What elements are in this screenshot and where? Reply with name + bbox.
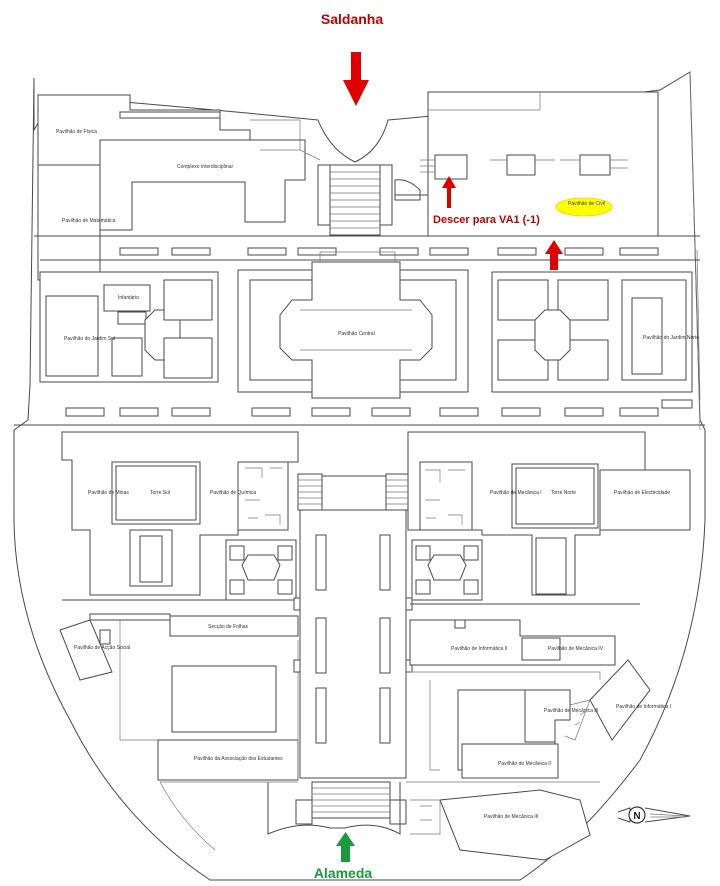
label-mecanica-1: Pavilhão de Mecânica I xyxy=(490,490,542,496)
south-entrance-arrow xyxy=(336,832,355,862)
civil-highlight xyxy=(555,197,613,217)
south-entrance-label: Alameda xyxy=(314,865,373,881)
upper-stairs xyxy=(297,473,411,511)
label-torre-sul: Torre Sul xyxy=(150,490,170,496)
building-complexo xyxy=(99,139,306,231)
building-seccao-folhas xyxy=(169,615,299,637)
north-benches xyxy=(119,247,659,256)
north-entrance-label: Saldanha xyxy=(321,11,383,27)
label-quimica: Pavilhão de Química xyxy=(210,490,256,496)
building-central xyxy=(279,261,433,399)
building-mecanica-3 xyxy=(524,689,571,743)
north-stairs xyxy=(317,164,393,236)
civil-arrow-icon xyxy=(545,240,563,270)
label-mecanica-lower: Pavilhão de Mecânica III xyxy=(484,814,538,820)
label-jardim-sul: Pavilhão do Jardim Sul xyxy=(64,336,115,342)
label-informatica-1: Pavilhão de Informática I xyxy=(616,704,671,710)
compass-label: N xyxy=(633,811,640,822)
building-mecanica-2 xyxy=(461,743,559,779)
descend-arrow-icon xyxy=(442,176,456,208)
label-associacao: Pavilhão da Associação dos Estudantes xyxy=(194,756,283,762)
label-infantario: Infantário xyxy=(118,295,139,301)
label-jardim-norte: Pavilhão do Jardim Norte xyxy=(643,335,699,341)
label-electricidade: Pavilhão de Electricidade xyxy=(614,490,670,496)
building-informatica-2 xyxy=(409,619,616,666)
north-entrance-arrow xyxy=(343,52,369,106)
south-stairs xyxy=(295,781,407,825)
label-fisica: Pavilhão de Física xyxy=(56,129,97,135)
label-complexo: Complexo Interdisciplinar xyxy=(177,164,233,170)
label-mecanica-3: Pavilhão de Mecânica III xyxy=(544,708,598,714)
label-torre-norte: Torre Norte xyxy=(551,490,576,496)
building-informatica-1 xyxy=(589,659,651,741)
label-mecanica-4: Pavilhão de Mecânica IV xyxy=(548,646,604,652)
compass-rose xyxy=(617,806,691,824)
label-minas: Pavilhão de Minas xyxy=(88,490,129,496)
label-accao-social: Pavilhão de Acção Social xyxy=(74,645,130,651)
building-mecanica-lower xyxy=(439,789,591,861)
label-central: Pavilhão Central xyxy=(338,331,375,337)
label-seccao-folhas: Secção de Folhas xyxy=(208,624,249,630)
campus-outline xyxy=(13,71,706,881)
label-matematica: Pavilhão de Matemática xyxy=(62,218,116,224)
label-informatica-2: Pavilhão de Informática II xyxy=(451,646,507,652)
label-civil: Pavilhão de Civil xyxy=(568,201,605,207)
middle-benches xyxy=(65,399,693,417)
label-mecanica-2: Pavilhão de Mecânica II xyxy=(498,761,551,767)
building-accao-social xyxy=(59,619,113,681)
descend-note: Descer para VA1 (-1) xyxy=(433,214,540,226)
